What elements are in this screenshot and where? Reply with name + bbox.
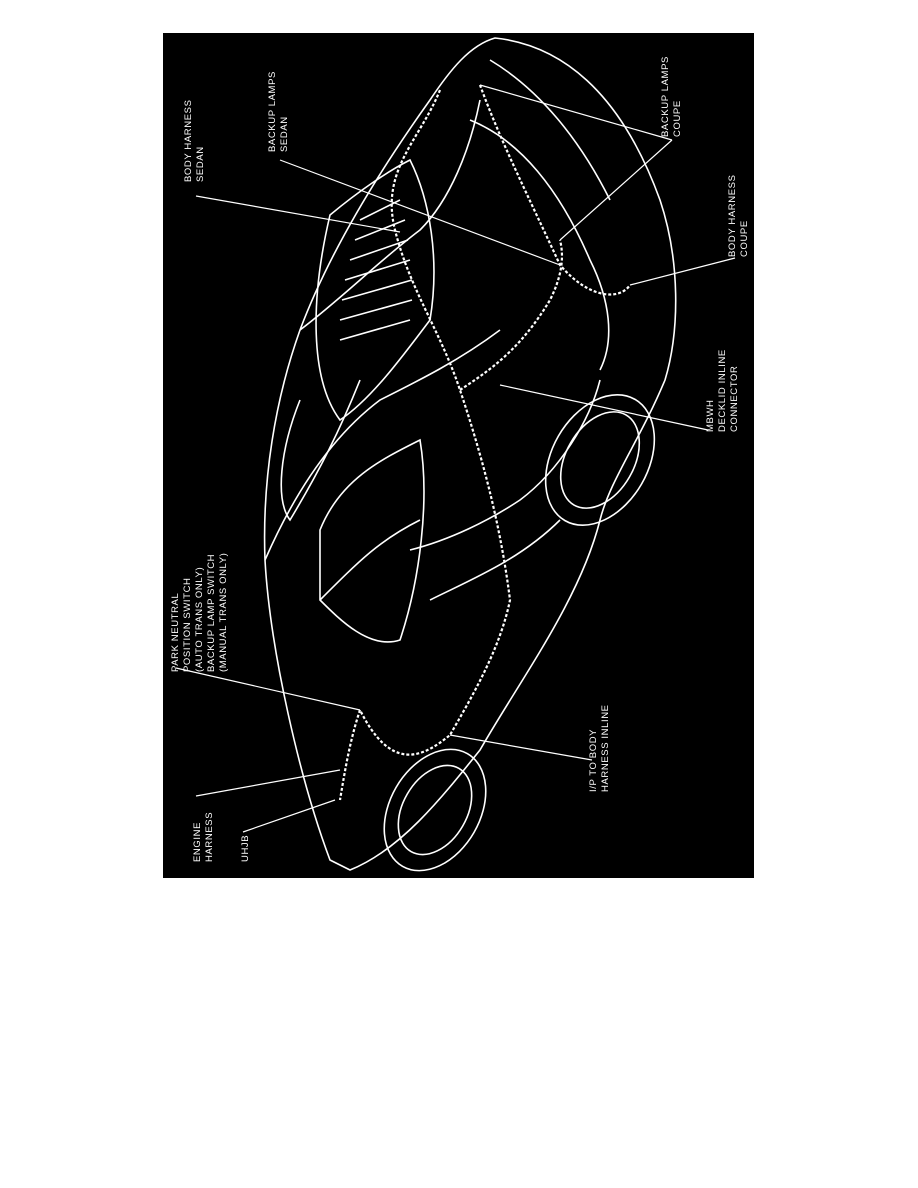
label-line: UHJB — [240, 834, 251, 862]
label-line: CONNECTOR — [729, 365, 740, 432]
label-line: (AUTO TRANS ONLY) — [194, 566, 205, 672]
label-line: COUPE — [672, 100, 683, 137]
label-line: BACKUP LAMP SWITCH — [206, 553, 217, 672]
label-line: PARK NEUTRAL — [170, 592, 181, 672]
label-line: BODY HARNESS — [727, 174, 738, 257]
label-line: SEDAN — [195, 146, 206, 182]
label-engine-harness: ENGINE HARNESS — [192, 812, 216, 862]
label-body-harness-coupe: BODY HARNESS COUPE — [727, 174, 751, 257]
car-body-outline — [263, 37, 677, 871]
label-line: POSITION SWITCH — [182, 577, 193, 673]
label-line: SEDAN — [279, 116, 290, 152]
label-line: MBWH — [705, 399, 716, 432]
label-body-harness-sedan: BODY HARNESS SEDAN — [183, 99, 207, 182]
label-ip-to-body-harness-inline: I/P TO BODY HARNESS INLINE — [588, 704, 612, 792]
label-line: HARNESS INLINE — [600, 704, 611, 792]
label-line: BACKUP LAMPS — [660, 56, 671, 137]
label-line: I/P TO BODY — [588, 728, 599, 792]
label-line: BODY HARNESS — [183, 99, 194, 182]
label-park-neutral-position-switch: PARK NEUTRAL POSITION SWITCH (AUTO TRANS… — [170, 553, 230, 672]
wheels — [383, 394, 656, 872]
label-backup-lamps-sedan: BACKUP LAMPS SEDAN — [267, 71, 291, 152]
label-line: BACKUP LAMPS — [267, 71, 278, 152]
wiring-harness — [338, 84, 631, 801]
label-uhjb: UHJB — [240, 835, 252, 862]
label-line: COUPE — [739, 220, 750, 257]
label-mbwh-decklid-inline-connector: MBWH DECKLID INLINE CONNECTOR — [705, 349, 741, 432]
leader-lines — [175, 84, 736, 833]
label-line: DECKLID INLINE — [717, 349, 728, 432]
label-line: HARNESS — [204, 811, 215, 862]
label-line: ENGINE — [192, 821, 203, 862]
diagram-background — [163, 33, 754, 878]
label-line: (MANUAL TRANS ONLY) — [218, 552, 229, 672]
label-backup-lamps-coupe: BACKUP LAMPS COUPE — [660, 56, 684, 137]
